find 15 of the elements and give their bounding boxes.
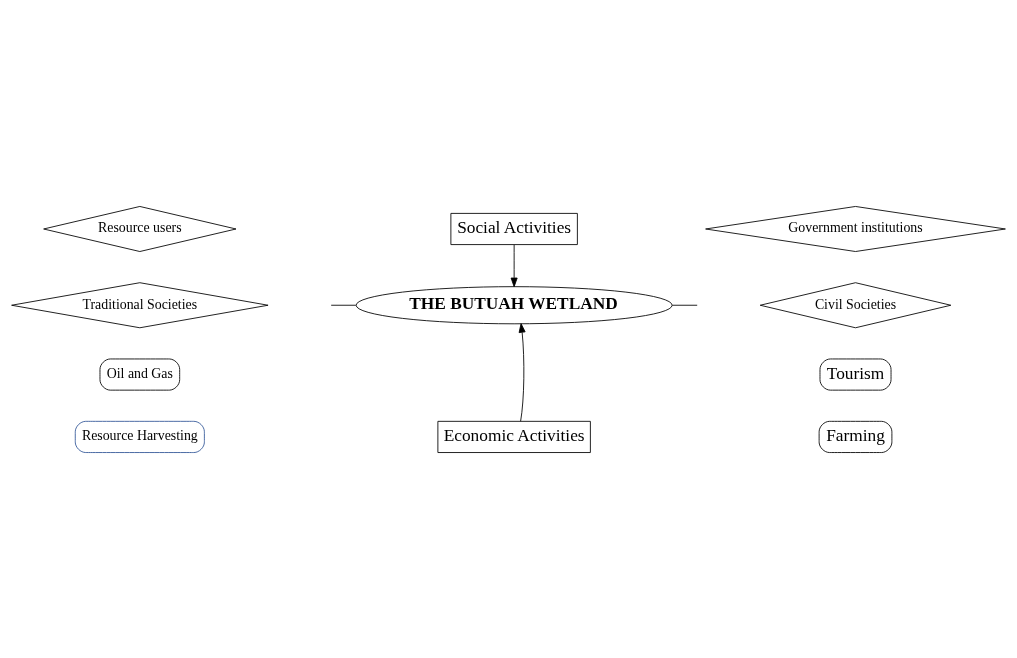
node-ellipse: THE BUTUAH WETLAND [355,285,673,324]
node-diamond: Resource users [43,205,237,252]
node-box: Tourism [819,358,892,391]
node-diamond: Civil Societies [759,281,952,328]
node-box: Social Activities [450,212,578,245]
connector [671,304,698,306]
node-box: Resource Harvesting [74,420,205,453]
arrow [518,322,526,422]
node-box: Farming [818,420,893,453]
node-box: Economic Activities [437,420,591,453]
node-diamond: Traditional Societies [11,281,269,328]
node-diamond: Government institutions [705,205,1006,252]
arrow [510,244,518,287]
node-box: Oil and Gas [99,358,181,391]
connector [330,304,357,306]
